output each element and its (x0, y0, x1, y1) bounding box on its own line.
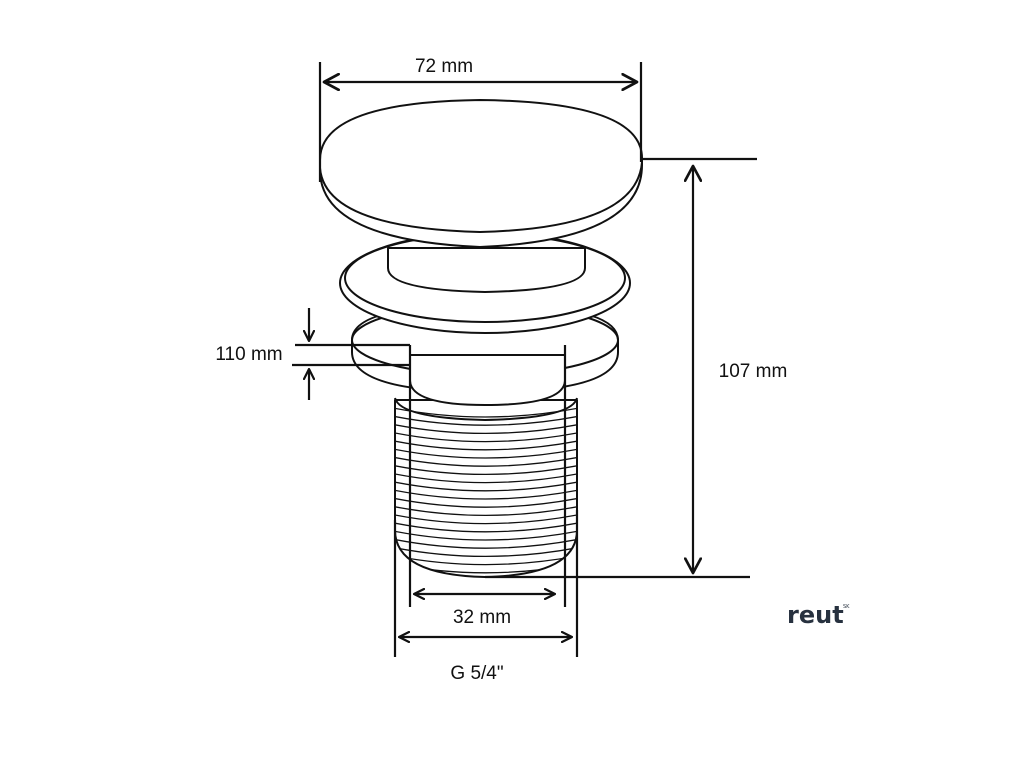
pipe-threads (395, 407, 577, 574)
neck (409, 354, 566, 406)
logo-superscript: SK (843, 604, 850, 610)
thread-ridge (395, 530, 577, 541)
thread-ridge (395, 415, 577, 426)
thread-ridge (395, 489, 577, 500)
label-inner-diameter: 32 mm (453, 607, 511, 628)
thread-ridge (395, 481, 577, 492)
thread-ridge (395, 513, 577, 525)
thread-ridge (395, 456, 577, 467)
thread-ridge (395, 472, 577, 484)
label-total-height: 107 mm (719, 361, 788, 382)
thread-ridge (395, 546, 577, 558)
threaded-pipe (394, 399, 578, 578)
thread-ridge (395, 448, 577, 459)
brand-logo: reut SK (787, 601, 850, 629)
thread-ridge (395, 538, 577, 549)
label-thread-size: G 5/4" (450, 663, 503, 684)
cap (319, 99, 643, 248)
thread-ridge (395, 440, 577, 451)
label-top-width: 72 mm (415, 56, 473, 77)
thread-ridge (395, 423, 577, 435)
thread-ridge (395, 522, 577, 533)
thread-ridge (395, 554, 577, 566)
logo-text: reut (787, 601, 844, 629)
label-flange-gap: 110 mm (215, 344, 282, 365)
dimension-lines (292, 62, 757, 657)
cap-stem (387, 247, 586, 293)
drain-body (319, 99, 643, 578)
thread-ridge (395, 505, 577, 517)
thread-ridge (395, 464, 577, 476)
dimension-labels: 72 mm 107 mm 110 mm 32 mm G 5/4" (215, 56, 787, 684)
thread-ridge (395, 497, 577, 508)
thread-ridge (395, 431, 577, 443)
